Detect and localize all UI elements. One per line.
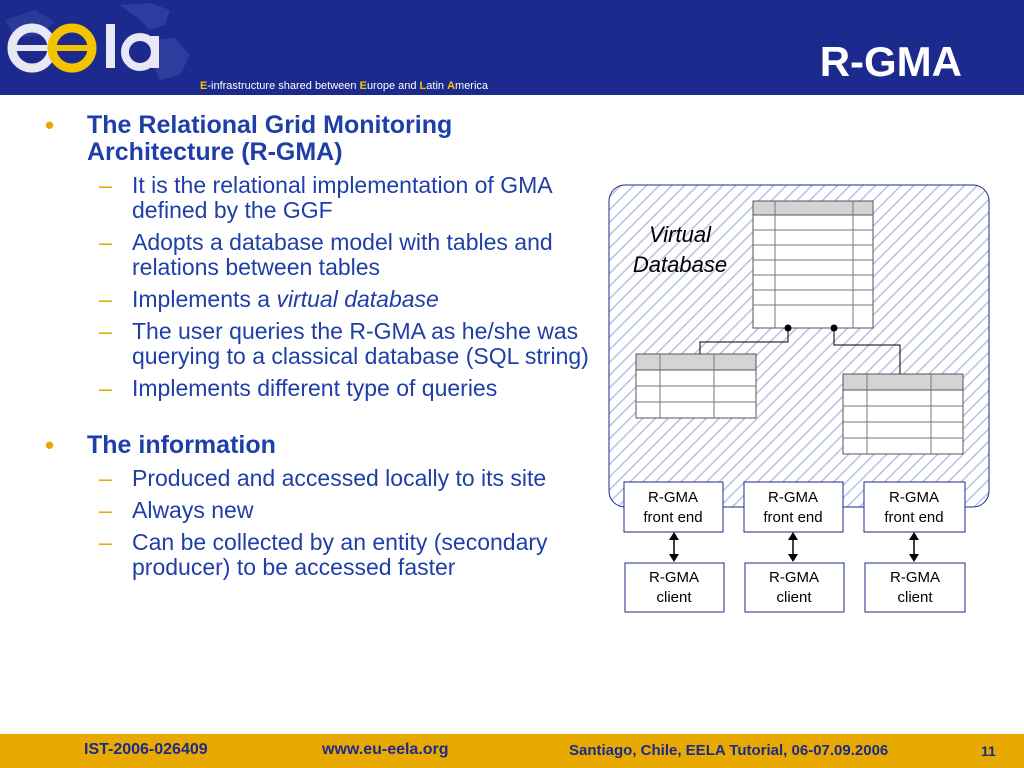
front-end-label: front end — [884, 509, 943, 526]
sub-bullet-emphasis: virtual database — [276, 286, 439, 312]
front-end-label: front end — [643, 509, 702, 526]
double-arrow-icon — [788, 532, 798, 562]
slide-title: R-GMA — [819, 38, 962, 85]
sub-bullet: – Can be collected by an entity (seconda… — [45, 530, 590, 580]
tagline-part: E — [359, 80, 367, 92]
tagline-part: atin — [426, 80, 448, 92]
double-arrow-icon — [909, 532, 919, 562]
footer-website-link[interactable]: www.eu-eela.org — [322, 741, 449, 758]
client-box: R-GMA client — [624, 562, 725, 613]
dash-icon: – — [99, 465, 112, 491]
virtual-label-line1: Virtual — [649, 222, 712, 247]
sub-bullet-text: Implements a — [132, 286, 277, 312]
sub-bullet: – It is the relational implementation of… — [45, 173, 590, 223]
footer-event: Santiago, Chile, EELA Tutorial, 06-07.09… — [569, 742, 889, 759]
sub-bullet-text: Always new — [132, 497, 254, 523]
client-label: R-GMA — [769, 569, 819, 586]
slide-content: • The Relational Grid Monitoring Archite… — [45, 112, 590, 580]
table-right — [842, 373, 964, 455]
sub-bullet-text: The user queries the R-GMA as he/she was… — [132, 318, 589, 369]
sub-bullet-text: Can be collected by an entity (secondary… — [132, 529, 548, 580]
front-end-label: front end — [763, 509, 822, 526]
rgma-diagram: Virtual Database — [608, 184, 990, 613]
dash-icon: – — [99, 229, 112, 255]
dash-icon: – — [99, 286, 112, 312]
relation-left — [699, 324, 792, 354]
bullet-dot-icon: • — [45, 430, 55, 460]
bullet-rgma: • The Relational Grid Monitoring Archite… — [45, 112, 590, 166]
client-label: client — [656, 589, 692, 606]
dash-icon: – — [99, 529, 112, 555]
spacer — [45, 401, 590, 432]
front-end-label: R-GMA — [648, 489, 698, 506]
front-end-label: R-GMA — [768, 489, 818, 506]
page-number: 11 — [981, 743, 996, 759]
virtual-label-line2: Database — [633, 252, 727, 277]
tagline-part: -infrastructure shared between — [207, 80, 360, 92]
sub-bullet-text: Adopts a database model with tables and … — [132, 229, 553, 280]
table-left — [635, 353, 757, 419]
relation-right — [830, 324, 901, 374]
client-label: R-GMA — [890, 569, 940, 586]
sub-bullet-text: It is the relational implementation of G… — [132, 172, 552, 223]
client-label: client — [776, 589, 812, 606]
sub-bullet: – The user queries the R-GMA as he/she w… — [45, 319, 590, 369]
front-end-label: R-GMA — [889, 489, 939, 506]
tagline-part: urope and — [366, 80, 420, 92]
footer-bar: IST-2006-026409 www.eu-eela.org Santiago… — [0, 734, 1024, 768]
sub-bullet: – Always new — [45, 498, 590, 523]
footer-project-id: IST-2006-026409 — [84, 741, 208, 758]
header-bar: R-GMA E-infrastructure shared between Eu… — [0, 0, 1024, 95]
dash-icon: – — [99, 318, 112, 344]
eela-logo — [5, 3, 190, 80]
sub-bullet: – Implements different type of queries — [45, 376, 590, 401]
front-end-box: R-GMA front end — [623, 481, 724, 533]
dash-icon: – — [99, 172, 112, 198]
bullet-dot-icon: • — [45, 110, 55, 140]
bullet-information: • The information — [45, 432, 590, 459]
sub-bullet: – Adopts a database model with tables an… — [45, 230, 590, 280]
client-label: client — [897, 589, 933, 606]
tagline-part: merica — [455, 80, 489, 92]
client-box: R-GMA client — [864, 562, 966, 613]
sub-bullet: – Produced and accessed locally to its s… — [45, 466, 590, 491]
bullet-title: The Relational Grid Monitoring Architect… — [87, 111, 453, 166]
bullet-title: The information — [87, 431, 276, 459]
tagline: E-infrastructure shared between Europe a… — [200, 80, 488, 92]
front-end-box: R-GMA front end — [863, 481, 966, 533]
tagline-part: A — [447, 80, 456, 92]
sub-bullet-text: Implements different type of queries — [132, 375, 498, 401]
double-arrow-icon — [669, 532, 679, 562]
tagline-part: L — [419, 80, 427, 92]
client-label: R-GMA — [649, 569, 699, 586]
sub-bullet-text: Produced and accessed locally to its sit… — [132, 465, 547, 491]
client-box: R-GMA client — [744, 562, 845, 613]
table-main — [752, 200, 874, 329]
tagline-part: E — [200, 80, 208, 92]
sub-bullet: – Implements a virtual database — [45, 287, 590, 312]
dash-icon: – — [99, 497, 112, 523]
dash-icon: – — [99, 375, 112, 401]
front-end-box: R-GMA front end — [743, 481, 844, 533]
